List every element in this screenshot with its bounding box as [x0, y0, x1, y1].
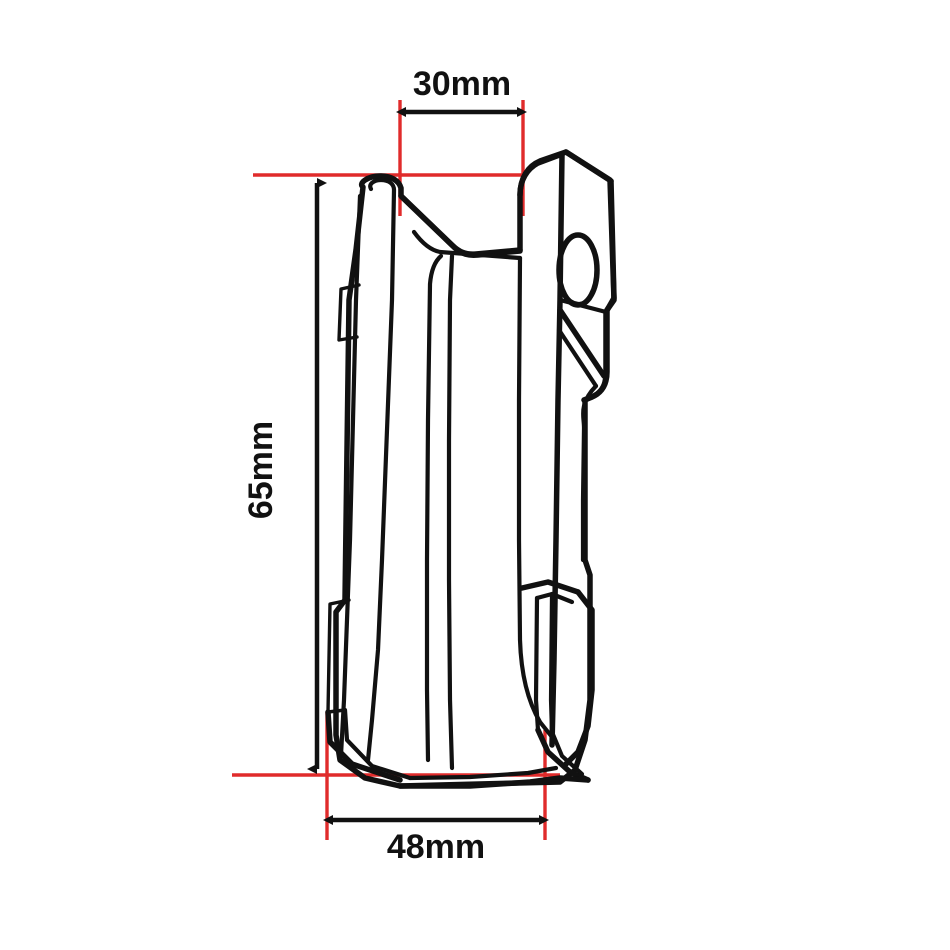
right-foot-flare	[535, 727, 591, 783]
left-lower-step-notch	[326, 598, 351, 714]
right-block-front-edge	[533, 595, 541, 733]
mounting-tab-top-chamfer	[563, 149, 614, 184]
saddle-groove-floor	[398, 193, 523, 257]
center-rib-left-edge	[424, 253, 444, 763]
mounting-tab-right-edge	[581, 178, 617, 403]
mounting-tab-front-face	[517, 151, 565, 748]
mounting-hole-outer	[556, 232, 600, 308]
dimension-label-65mm: 65mm	[242, 421, 280, 519]
dimension-label-30mm: 30mm	[413, 65, 511, 103]
right-block-top-edge	[519, 579, 581, 595]
left-lobe-inner-edge	[365, 177, 397, 763]
left-body-front-edge	[338, 193, 363, 758]
dimension-annotations-group: 30mm 65mm 48mm	[242, 65, 549, 866]
part-sole-inner	[407, 765, 559, 781]
tab-gusset-diagonal-upper	[557, 307, 607, 379]
left-foot-inner	[342, 707, 413, 781]
tab-gusset-diagonal-lower	[556, 327, 599, 389]
dimension-label-48mm: 48mm	[387, 828, 485, 866]
left-upper-step-notch	[337, 283, 361, 342]
gusset-tail-curve	[580, 383, 599, 563]
saddle-groove-inner	[411, 229, 523, 261]
part-sole-bottom	[397, 775, 591, 789]
right-block-second-edge	[548, 591, 555, 735]
part-outline-group	[325, 149, 617, 789]
extension-lines-group	[232, 100, 560, 840]
center-rib-right-edge	[446, 253, 455, 771]
left-foot-flare	[325, 709, 403, 783]
mounting-hole-inner-arc	[564, 294, 592, 306]
right-foot-inner	[549, 729, 585, 777]
part-body-outline	[333, 149, 617, 789]
right-block-outer-edge	[563, 589, 595, 767]
